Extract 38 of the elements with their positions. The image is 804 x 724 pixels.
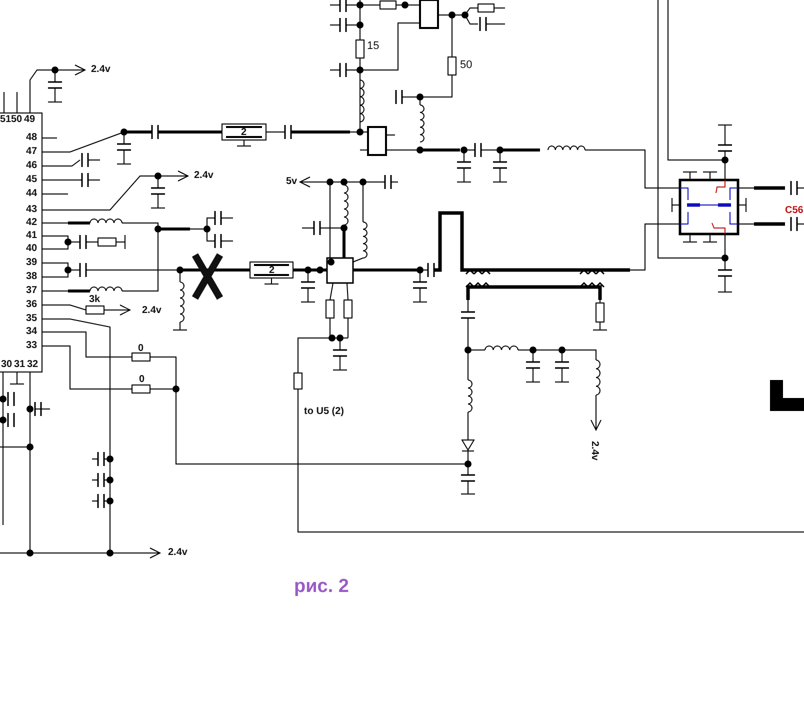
pin-number: 47 [26,146,38,157]
pin-number: 43 [26,204,38,215]
pin-number: 45 [26,174,38,185]
resistor-value: 0 [138,343,144,354]
pin-number: 42 [26,217,38,228]
pin-number: 40 [26,243,38,254]
resistor-value: 0 [139,374,145,385]
pin-number: 46 [26,160,38,171]
pin-number: 38 [26,271,38,282]
voltage-label: 5v [286,176,298,187]
pin-number: 37 [26,285,38,296]
pin-number: 39 [26,257,38,268]
voltage-label: 2.4v [194,170,214,181]
pin-number: 50 [11,114,22,125]
pin-number: 32 [27,359,38,370]
filter-label: 2 [241,127,247,138]
pin-number: 31 [14,359,26,370]
pin-number: 41 [26,230,38,241]
pin-number: 36 [26,299,38,310]
pin-number: 30 [1,359,12,370]
resistor-value: 3k [89,294,100,305]
voltage-label: 2.4v [168,547,188,558]
voltage-label: 2.4v [142,305,162,316]
pin-number: 33 [26,340,38,351]
pin-number: 35 [26,313,38,324]
pin-number: 48 [26,132,38,143]
resistor-value: 50 [460,60,472,71]
voltage-label: 2.4v [589,441,600,460]
pin-number: 34 [26,326,38,337]
voltage-label: 2.4v [91,64,110,75]
pin-number: 51 [0,114,12,125]
pin-number: 49 [24,114,36,125]
component-label: C56 [785,205,804,216]
pin-number: 44 [26,188,38,199]
figure-caption: рис. 2 [294,576,349,598]
resistor-value: 15 [367,41,380,52]
note: to U5 (2) [304,406,344,417]
filter-label: 2 [269,265,275,276]
